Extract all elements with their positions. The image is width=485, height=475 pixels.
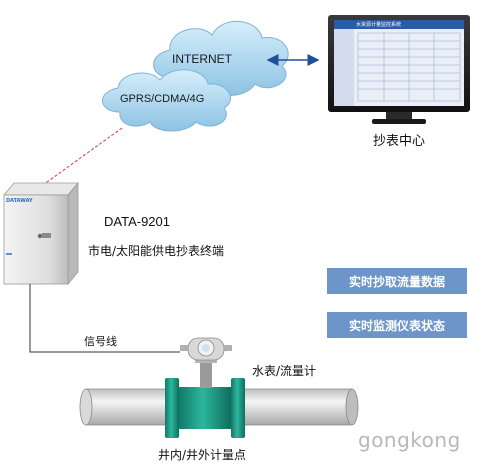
signal-line-label: 信号线 (84, 335, 117, 348)
signal-cable (29, 284, 180, 353)
read-flow-badge: 实时抄取流量数据 (327, 268, 467, 294)
screen-title: 水资源计量监控系统 (356, 22, 402, 28)
meter-label: 水表/流量计 (252, 364, 317, 378)
wireless-dashed-line (35, 127, 123, 191)
watermark: gongkong (358, 428, 461, 452)
terminal-box (3, 181, 79, 286)
terminal-description: 市电/太阳能供电抄表终端 (88, 244, 225, 258)
mobile-network-cloud (102, 69, 231, 132)
screen-table (357, 32, 461, 102)
mobile-network-label: GPRS/CDMA/4G (120, 93, 205, 105)
internet-label: INTERNET (172, 52, 232, 66)
monitor (328, 15, 470, 124)
meter-point-label: 井内/井外计量点 (158, 448, 247, 462)
terminal-model: DATA-9201 (104, 214, 170, 229)
flow-meter (165, 337, 245, 438)
center-label: 抄表中心 (373, 134, 426, 149)
monitor-status-badge: 实时监测仪表状态 (327, 312, 467, 338)
terminal-brand: DATAWAY (6, 198, 33, 204)
